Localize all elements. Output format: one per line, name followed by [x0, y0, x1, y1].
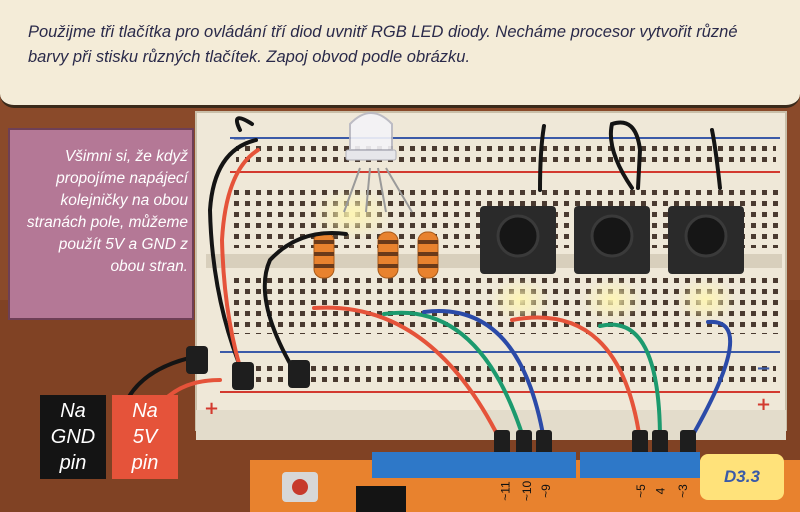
breadboard — [195, 111, 787, 440]
resistor-icon — [313, 231, 439, 279]
header-pin-label: ~11 — [498, 481, 513, 501]
rgb-led-icon — [343, 112, 413, 213]
5v-pin-label: Na 5V pin — [112, 395, 178, 479]
header-pin-label: 4 — [653, 487, 668, 495]
signal-wires — [312, 305, 733, 442]
figure-code-badge: D3.3 — [700, 454, 784, 500]
black-wires — [207, 116, 722, 378]
wire-caps — [186, 346, 696, 456]
header-pin-label: ~10 — [520, 480, 535, 502]
info-note: Všimni si, že když propojíme napájecí ko… — [8, 128, 194, 320]
gnd-pin-label: Na GND pin — [40, 395, 106, 479]
rail-minus-sign-bottom: − — [756, 358, 772, 379]
header-pin-label: ~5 — [633, 484, 648, 498]
hole-highlights — [312, 188, 736, 322]
speech-bubble: Použijme tři tlačítka pro ovládání tří d… — [0, 0, 800, 108]
instruction-text: Použijme tři tlačítka pro ovládání tří d… — [28, 23, 738, 66]
rail-minus-sign-top: − — [232, 128, 248, 149]
rail-plus-sign-left: + — [204, 398, 220, 419]
push-button-icon — [480, 206, 744, 274]
note-text: Všimni si, že když propojíme napájecí ko… — [26, 148, 188, 275]
rail-plus-sign-right: + — [756, 394, 772, 415]
header-pin-label: ~3 — [675, 484, 690, 498]
header-pin-label: ~9 — [538, 484, 553, 498]
